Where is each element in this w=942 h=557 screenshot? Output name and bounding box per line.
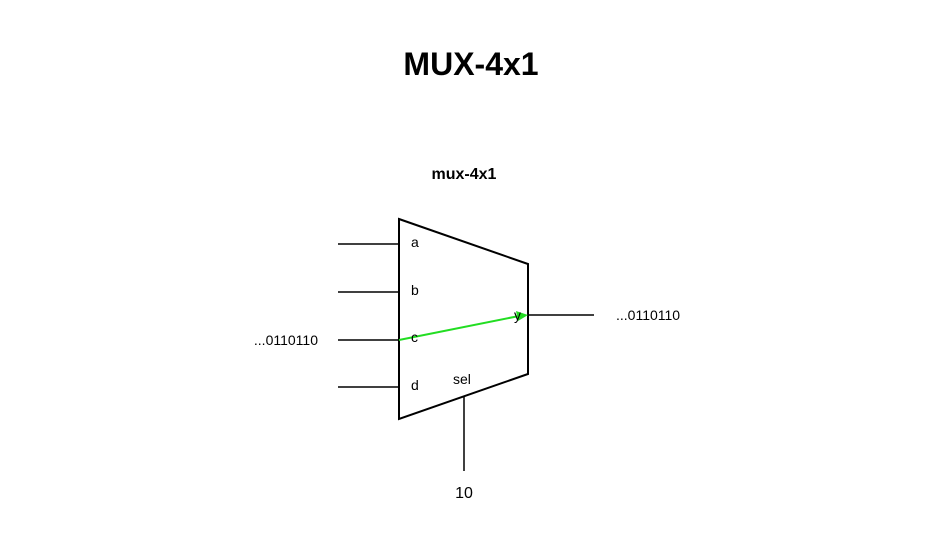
- input-value-c: ...0110110: [254, 332, 318, 348]
- active-path-arrowhead: [516, 311, 528, 321]
- port-label-d: d: [411, 377, 419, 393]
- block-name: mux-4x1: [432, 166, 497, 183]
- active-path-line: [398, 314, 525, 341]
- port-label-c: c: [411, 329, 418, 345]
- select-value: 10: [455, 485, 473, 502]
- port-label-a: a: [411, 234, 419, 250]
- port-label-sel: sel: [453, 371, 471, 387]
- output-value-y: ...0110110: [616, 307, 680, 323]
- port-label-y: y: [514, 307, 521, 323]
- page-title: MUX-4x1: [403, 46, 538, 82]
- mux-body: [398, 217, 529, 421]
- port-label-b: b: [411, 282, 419, 298]
